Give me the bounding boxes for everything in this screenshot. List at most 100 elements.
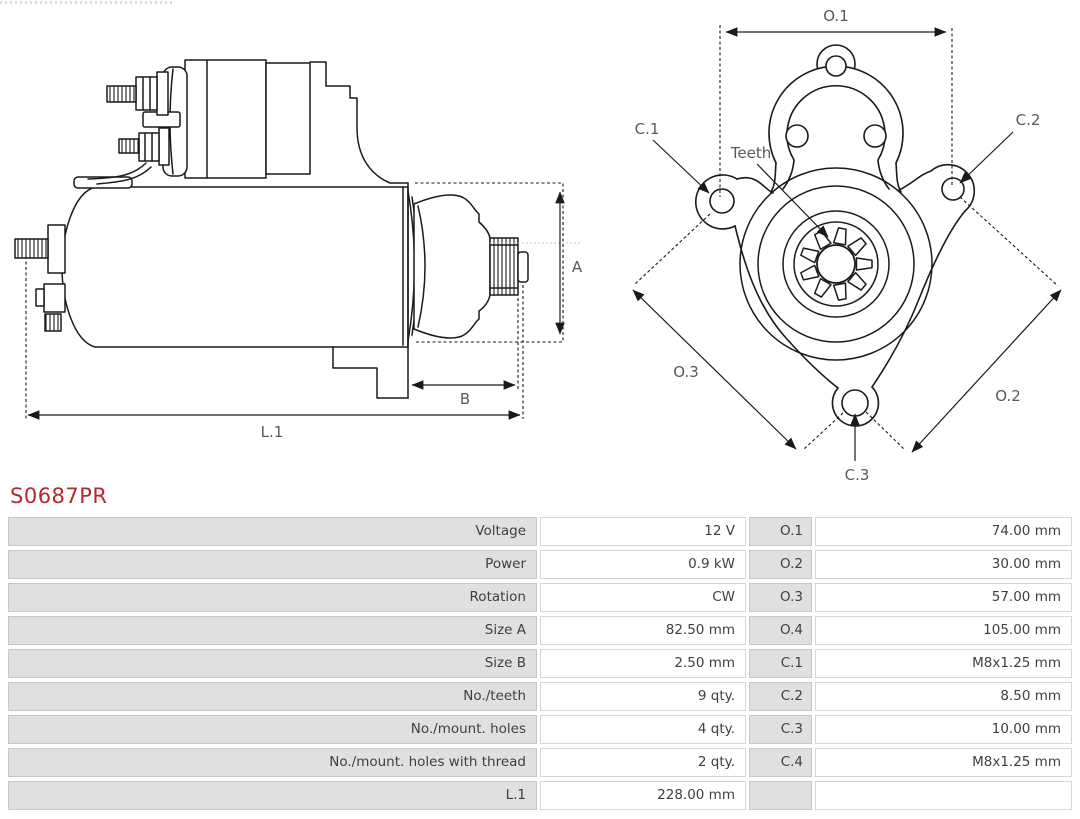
teeth-label: Teeth xyxy=(730,144,771,162)
motor-body xyxy=(61,186,409,348)
rear-plate-lower xyxy=(43,283,66,313)
bracket-foot xyxy=(332,346,409,399)
dim-label-o3: O.3 xyxy=(673,363,699,381)
spec-code-cell: C.1 xyxy=(749,649,812,678)
table-row: Size A 82.50 mm O.4 105.00 mm xyxy=(8,616,1072,645)
spec-label-cell: Rotation xyxy=(8,583,537,612)
spec-code-value-cell: 10.00 mm xyxy=(815,715,1072,744)
solenoid-body xyxy=(184,59,267,179)
hole-label-c1: C.1 xyxy=(635,120,660,138)
spec-value-cell: 9 qty. xyxy=(540,682,746,711)
terminal1-stud xyxy=(106,85,137,103)
body-top-ledge xyxy=(73,176,133,189)
rear-plate-step xyxy=(35,288,45,307)
spec-code-value-cell: 8.50 mm xyxy=(815,682,1072,711)
solenoid-rear-section xyxy=(265,62,311,175)
spec-code-cell: O.3 xyxy=(749,583,812,612)
spec-code-cell: C.3 xyxy=(749,715,812,744)
spec-code-cell: C.2 xyxy=(749,682,812,711)
spec-label-cell: L.1 xyxy=(8,781,537,810)
spec-code-value-cell: M8x1.25 mm xyxy=(815,649,1072,678)
spec-code-cell: C.4 xyxy=(749,748,812,777)
spec-code-value-cell: 57.00 mm xyxy=(815,583,1072,612)
spec-label-cell: Voltage xyxy=(8,517,537,546)
arch-bolt-hole-right xyxy=(863,124,887,148)
table-row: L.1 228.00 mm xyxy=(8,781,1072,810)
terminal-wire xyxy=(87,162,152,185)
hole-label-c3: C.3 xyxy=(845,466,870,484)
spec-code-cell: O.4 xyxy=(749,616,812,645)
leader-c1 xyxy=(652,139,710,194)
arch-bolt-hole-left xyxy=(785,124,809,148)
top-boss-hole xyxy=(825,55,847,77)
table-row: Power 0.9 kW O.2 30.00 mm xyxy=(8,550,1072,579)
spec-value-cell: 2 qty. xyxy=(540,748,746,777)
dim-label-o2: O.2 xyxy=(995,387,1021,405)
spec-code-value-cell xyxy=(815,781,1072,810)
starter-side-view xyxy=(14,59,529,399)
terminal2-stud xyxy=(118,138,140,154)
leader-c2 xyxy=(959,131,1014,184)
spec-code-value-cell: M8x1.25 mm xyxy=(815,748,1072,777)
spec-label-cell: No./teeth xyxy=(8,682,537,711)
spec-value-cell: 82.50 mm xyxy=(540,616,746,645)
leader-lines xyxy=(652,131,1014,461)
hole-label-c2: C.2 xyxy=(1016,111,1041,129)
spec-value-cell: 0.9 kW xyxy=(540,550,746,579)
dim-label-a: A xyxy=(572,258,583,276)
dim-line-o2 xyxy=(911,289,1062,453)
spec-value-cell: CW xyxy=(540,583,746,612)
watermark-artifact xyxy=(0,1,172,4)
mount-bracket-outline xyxy=(309,61,409,184)
mount-hole-c3 xyxy=(841,389,869,417)
shaft-bore xyxy=(816,244,856,284)
spec-label-cell: No./mount. holes xyxy=(8,715,537,744)
table-row: No./mount. holes 4 qty. C.3 10.00 mm xyxy=(8,715,1072,744)
dim-line-o3 xyxy=(632,289,797,450)
rear-plate-upper xyxy=(47,224,66,274)
spec-code-value-cell: 74.00 mm xyxy=(815,517,1072,546)
spec-value-cell: 4 qty. xyxy=(540,715,746,744)
right-extension-lines xyxy=(633,25,1059,451)
rear-threaded-stud xyxy=(14,238,49,259)
rear-threaded-stub xyxy=(44,313,62,332)
table-row: Size B 2.50 mm C.1 M8x1.25 mm xyxy=(8,649,1072,678)
spec-label-cell: Size B xyxy=(8,649,537,678)
spec-code-value-cell: 30.00 mm xyxy=(815,550,1072,579)
terminal2-plate xyxy=(158,127,170,166)
terminal2-nut xyxy=(138,132,160,162)
leader-teeth xyxy=(756,163,829,238)
spec-value-cell: 12 V xyxy=(540,517,746,546)
spec-label-cell: No./mount. holes with thread xyxy=(8,748,537,777)
spec-value-cell: 2.50 mm xyxy=(540,649,746,678)
dim-label-o1: O.1 xyxy=(823,7,849,25)
table-row: Rotation CW O.3 57.00 mm xyxy=(8,583,1072,612)
spec-code-cell: O.1 xyxy=(749,517,812,546)
dim-label-b: B xyxy=(460,390,470,408)
part-number: S0687PR xyxy=(10,484,108,508)
center-boss-rings xyxy=(739,167,933,361)
spec-code-cell: O.2 xyxy=(749,550,812,579)
spec-code-cell xyxy=(749,781,812,810)
spec-code-value-cell: 105.00 mm xyxy=(815,616,1072,645)
starter-front-view xyxy=(694,44,975,427)
starter-motor-technical-diagram: A B L.1 xyxy=(14,7,1062,484)
table-row: Voltage 12 V O.1 74.00 mm xyxy=(8,517,1072,546)
spec-label-cell: Size A xyxy=(8,616,537,645)
terminal1-nut xyxy=(135,76,158,111)
shaft-end-cap xyxy=(517,251,529,283)
dim-label-l1: L.1 xyxy=(261,423,284,441)
spec-table: Voltage 12 V O.1 74.00 mm Power 0.9 kW O… xyxy=(8,517,1072,814)
spec-value-cell: 228.00 mm xyxy=(540,781,746,810)
mount-hole-c1 xyxy=(709,188,735,214)
mount-hole-c2 xyxy=(941,177,965,201)
pinion-gear-front xyxy=(800,227,873,301)
table-row: No./teeth 9 qty. C.2 8.50 mm xyxy=(8,682,1072,711)
pinion-gear-side xyxy=(489,237,519,296)
spec-label-cell: Power xyxy=(8,550,537,579)
left-dimension-lines xyxy=(27,191,565,420)
terminal1-plate xyxy=(156,71,169,116)
right-dimension-lines xyxy=(632,27,1062,453)
table-row: No./mount. holes with thread 2 qty. C.4 … xyxy=(8,748,1072,777)
